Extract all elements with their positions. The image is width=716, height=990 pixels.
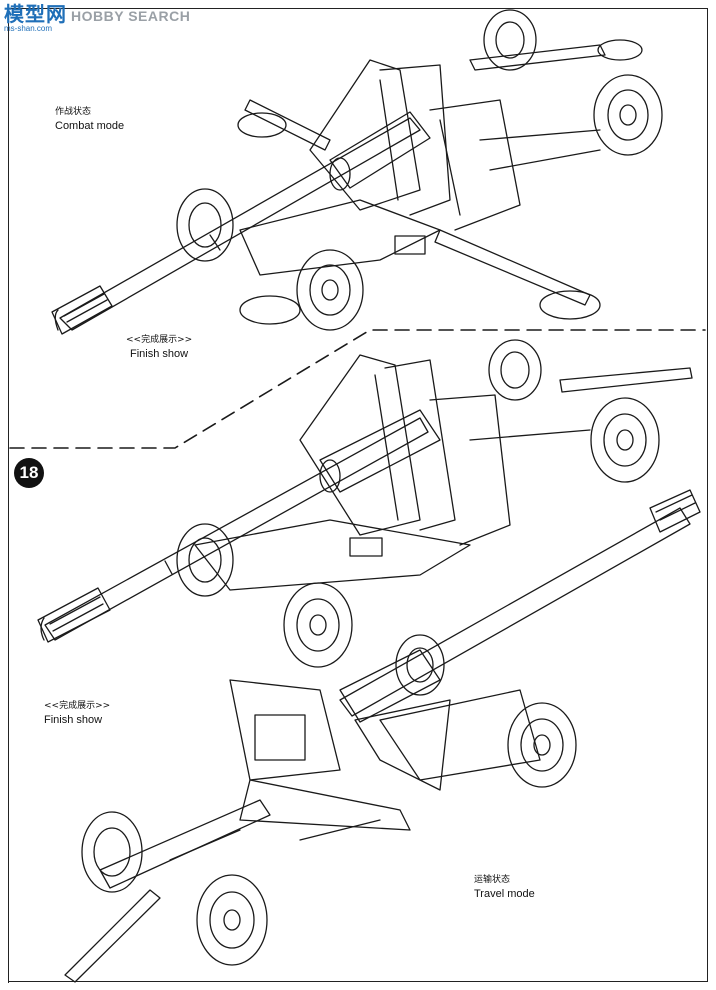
watermark-search-text: HOBBY SEARCH <box>71 8 191 24</box>
dashed-separator <box>9 329 706 449</box>
watermark-logo-text: 模型网 <box>4 2 67 26</box>
label-travel-mode-en: Travel mode <box>474 888 535 900</box>
label-combat-mode: 作战状态 Combat mode <box>55 105 124 133</box>
watermark: 模型网 ms-shan.com HOBBY SEARCH <box>4 4 191 33</box>
combat-finish-drawing <box>37 339 693 668</box>
watermark-logo: 模型网 ms-shan.com <box>4 4 67 33</box>
label-finish-show-bottom-en: Finish show <box>44 714 103 726</box>
label-travel-mode: 运输状态 Travel mode <box>474 873 535 901</box>
label-finish-show-bottom-cn: <<完成展示>> <box>44 701 111 711</box>
combat-mode-drawing <box>51 9 663 335</box>
label-travel-mode-cn: 运输状态 <box>474 875 511 885</box>
label-finish-show-top-en: Finish show <box>130 348 189 360</box>
page-border-bottom <box>8 981 708 982</box>
label-combat-mode-cn: 作战状态 <box>55 107 92 117</box>
label-finish-show-top-cn: <<完成展示>> <box>126 335 193 345</box>
travel-mode-drawing <box>64 489 701 983</box>
label-combat-mode-en: Combat mode <box>55 120 125 132</box>
page-border <box>8 8 707 983</box>
step-number-badge: 18 <box>14 458 44 488</box>
watermark-url: ms-shan.com <box>4 24 53 33</box>
page-border-right <box>707 8 708 982</box>
label-finish-show-top: <<完成展示>> Finish show <box>126 333 192 361</box>
label-finish-show-bottom: <<完成展示>> Finish show <box>44 699 110 727</box>
